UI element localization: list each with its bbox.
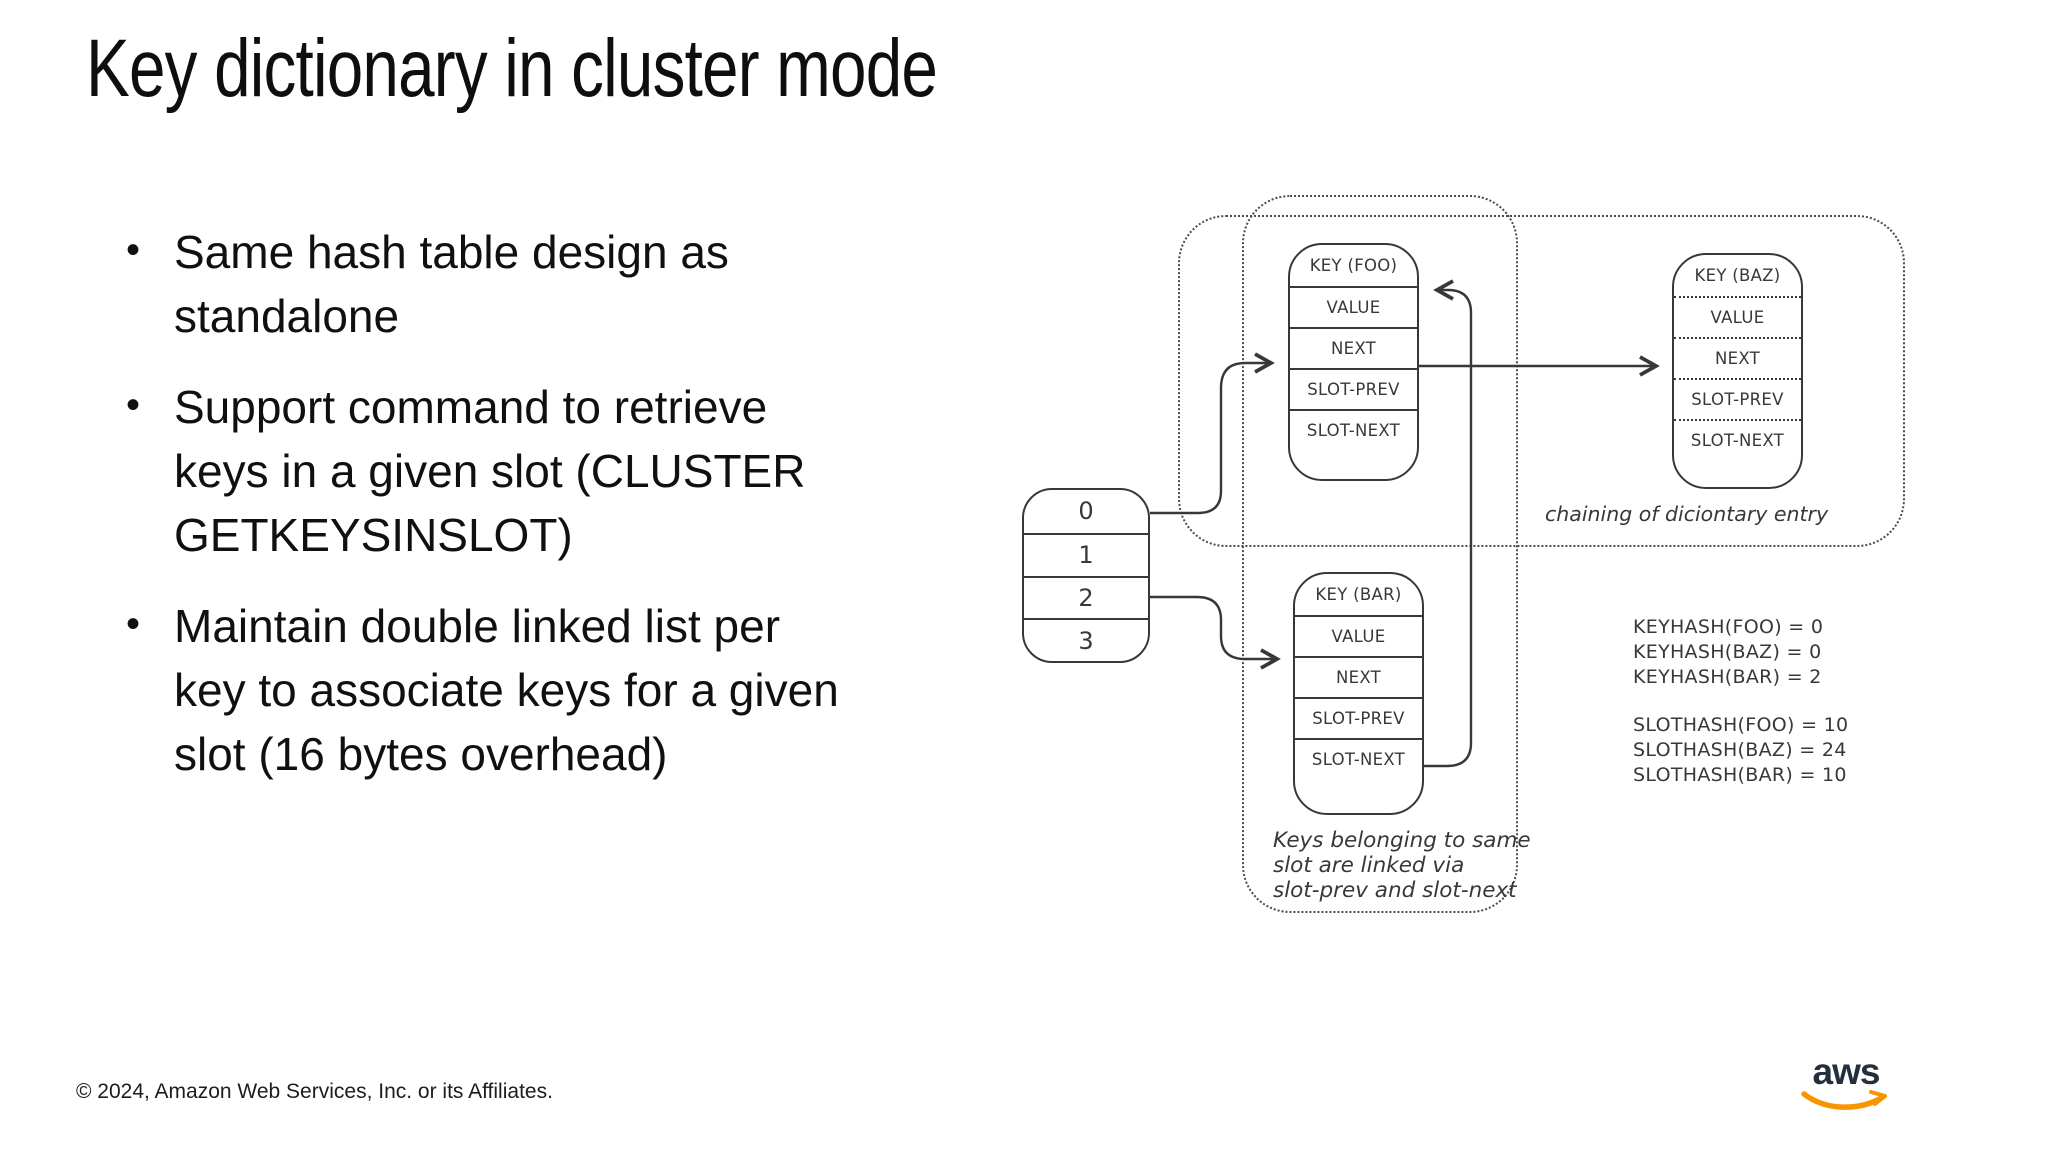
entry-row-value: VALUE bbox=[1290, 286, 1417, 327]
entry-row-next: NEXT bbox=[1295, 656, 1422, 697]
entry-row-value: VALUE bbox=[1295, 615, 1422, 656]
entry-row-slot-prev: SLOT-PREV bbox=[1295, 697, 1422, 738]
entry-row-slot-prev: SLOT-PREV bbox=[1290, 368, 1417, 409]
slot-row-0: 0 bbox=[1078, 497, 1094, 526]
entry-row-slot-next: SLOT-NEXT bbox=[1674, 419, 1801, 460]
caption-chaining: chaining of diciontary entry bbox=[1545, 502, 1829, 526]
slot-row-2: 2 bbox=[1024, 575, 1148, 619]
copyright-notice: © 2024, Amazon Web Services, Inc. or its… bbox=[76, 1080, 553, 1103]
aws-logo: aws bbox=[1798, 1051, 1894, 1116]
bullet-text-line: slot (16 bytes overhead) bbox=[174, 728, 668, 780]
caption-line: Keys belonging to same bbox=[1273, 828, 1531, 853]
entry-box-bar: KEY (BAR) VALUE NEXT SLOT-PREV SLOT-NEXT bbox=[1293, 572, 1424, 815]
entry-row-next: NEXT bbox=[1674, 337, 1801, 378]
keyhash-line: KEYHASH(BAR) = 2 bbox=[1633, 666, 1822, 688]
aws-logo-text: aws bbox=[1812, 1051, 1881, 1092]
caption-slot-link: Keys belonging to same slot are linked v… bbox=[1273, 828, 1531, 903]
entry-row-slot-next: SLOT-NEXT bbox=[1295, 738, 1422, 779]
bullet-text-line: Same hash table design as bbox=[174, 226, 729, 278]
entry-box-baz: KEY (BAZ) VALUE NEXT SLOT-PREV SLOT-NEXT bbox=[1672, 253, 1803, 489]
bullet-item: Maintain double linked list per key to a… bbox=[122, 592, 982, 786]
bullet-list: Same hash table design as standalone Sup… bbox=[122, 218, 982, 813]
entry-row-key: KEY (BAR) bbox=[1315, 585, 1402, 604]
keyhash-line: KEYHASH(FOO) = 0 bbox=[1633, 616, 1824, 638]
entry-row-slot-next: SLOT-NEXT bbox=[1290, 409, 1417, 450]
keyhash-line: KEYHASH(BAZ) = 0 bbox=[1633, 641, 1822, 663]
bullet-item: Support command to retrieve keys in a gi… bbox=[122, 373, 982, 567]
aws-smile-icon bbox=[1801, 1090, 1887, 1110]
same-slot-group-outline bbox=[1242, 195, 1518, 913]
caption-line: slot-prev and slot-next bbox=[1273, 878, 1517, 903]
bullet-item: Same hash table design as standalone bbox=[122, 218, 982, 348]
entry-row-slot-prev: SLOT-PREV bbox=[1674, 378, 1801, 419]
bullet-text-line: Maintain double linked list per bbox=[174, 600, 781, 652]
bullet-text-line: key to associate keys for a given bbox=[174, 664, 839, 716]
entry-row-key: KEY (FOO) bbox=[1309, 256, 1398, 275]
slothash-annotations: SLOTHASH(FOO) = 10 SLOTHASH(BAZ) = 24 SL… bbox=[1633, 713, 1848, 788]
caption-line: slot are linked via bbox=[1273, 853, 1465, 878]
slothash-line: SLOTHASH(BAR) = 10 bbox=[1633, 764, 1847, 786]
entry-box-foo: KEY (FOO) VALUE NEXT SLOT-PREV SLOT-NEXT bbox=[1288, 243, 1419, 481]
keyhash-annotations: KEYHASH(FOO) = 0 KEYHASH(BAZ) = 0 KEYHAS… bbox=[1633, 615, 1823, 690]
bullet-text-line: standalone bbox=[174, 290, 400, 342]
slot-table: 0 1 2 3 bbox=[1022, 488, 1150, 663]
slot-row-1: 1 bbox=[1024, 532, 1148, 576]
bullet-text-line: Support command to retrieve bbox=[174, 381, 768, 433]
slide-title: Key dictionary in cluster mode bbox=[86, 23, 938, 114]
entry-row-value: VALUE bbox=[1674, 296, 1801, 337]
slot-row-3: 3 bbox=[1024, 618, 1148, 661]
slothash-line: SLOTHASH(FOO) = 10 bbox=[1633, 714, 1849, 736]
bullet-text-line: GETKEYSINSLOT) bbox=[174, 509, 573, 561]
entry-row-key: KEY (BAZ) bbox=[1694, 266, 1781, 285]
bullet-text-line: keys in a given slot (CLUSTER bbox=[174, 445, 806, 497]
entry-row-next: NEXT bbox=[1290, 327, 1417, 368]
slothash-line: SLOTHASH(BAZ) = 24 bbox=[1633, 739, 1847, 761]
